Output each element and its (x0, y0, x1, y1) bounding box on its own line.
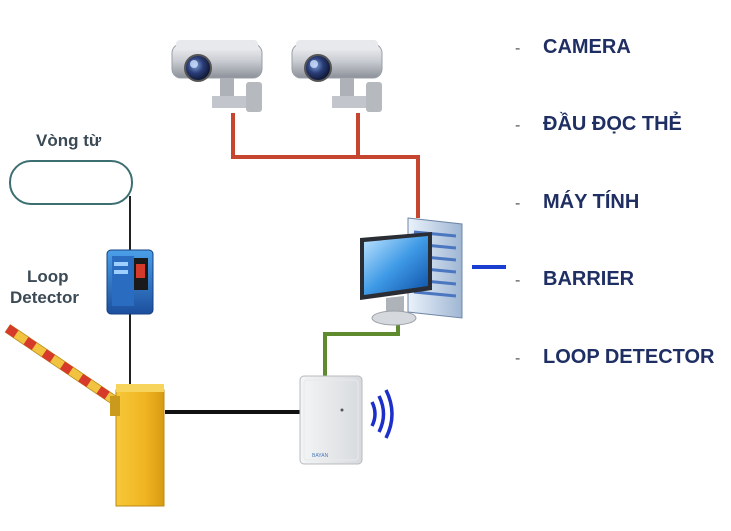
boom-barrier-icon (4, 324, 165, 507)
legend-item-camera: - CAMERA (515, 36, 631, 59)
legend-label: MÁY TÍNH (543, 191, 640, 213)
legend-item-loop-detector: - LOOP DETECTOR (515, 346, 715, 369)
legend-item-card-reader: - ĐẦU ĐỌC THẺ (515, 113, 682, 136)
camera-wires (231, 113, 420, 218)
camera-icon-left (171, 40, 263, 112)
legend-dash: - (515, 195, 521, 212)
legend-dash: - (515, 117, 521, 134)
induction-loop-coil-icon (9, 160, 133, 205)
legend: -CAMERA -ĐẦU ĐỌC THẺ -MÁY TÍNH -BARRIER … (515, 0, 731, 531)
loop-detector-device-icon (106, 249, 154, 315)
legend-label: LOOP DETECTOR (543, 346, 715, 368)
loop-detector-label: Loop Detector (10, 266, 79, 308)
legend-label: ĐẦU ĐỌC THẺ (543, 113, 682, 135)
camera-wire-1 (231, 113, 420, 218)
legend-dash: - (515, 272, 521, 289)
legend-dash: - (515, 350, 521, 367)
desktop-computer-icon (360, 217, 506, 326)
loop-detector-label-line1: Loop (27, 267, 69, 286)
legend-label: BARRIER (543, 268, 635, 290)
legend-item-barrier: - BARRIER (515, 268, 634, 291)
loop-coil-label: Vòng từ (36, 131, 102, 150)
svg-text:BAYAN: BAYAN (312, 453, 329, 459)
legend-label: CAMERA (543, 36, 631, 58)
legend-item-computer: - MÁY TÍNH (515, 191, 639, 214)
loop-detector-label-line2: Detector (10, 288, 79, 307)
camera-icon-right (291, 40, 383, 112)
rfid-card-reader-icon: BAYAN (299, 375, 394, 465)
legend-dash: - (515, 40, 521, 57)
